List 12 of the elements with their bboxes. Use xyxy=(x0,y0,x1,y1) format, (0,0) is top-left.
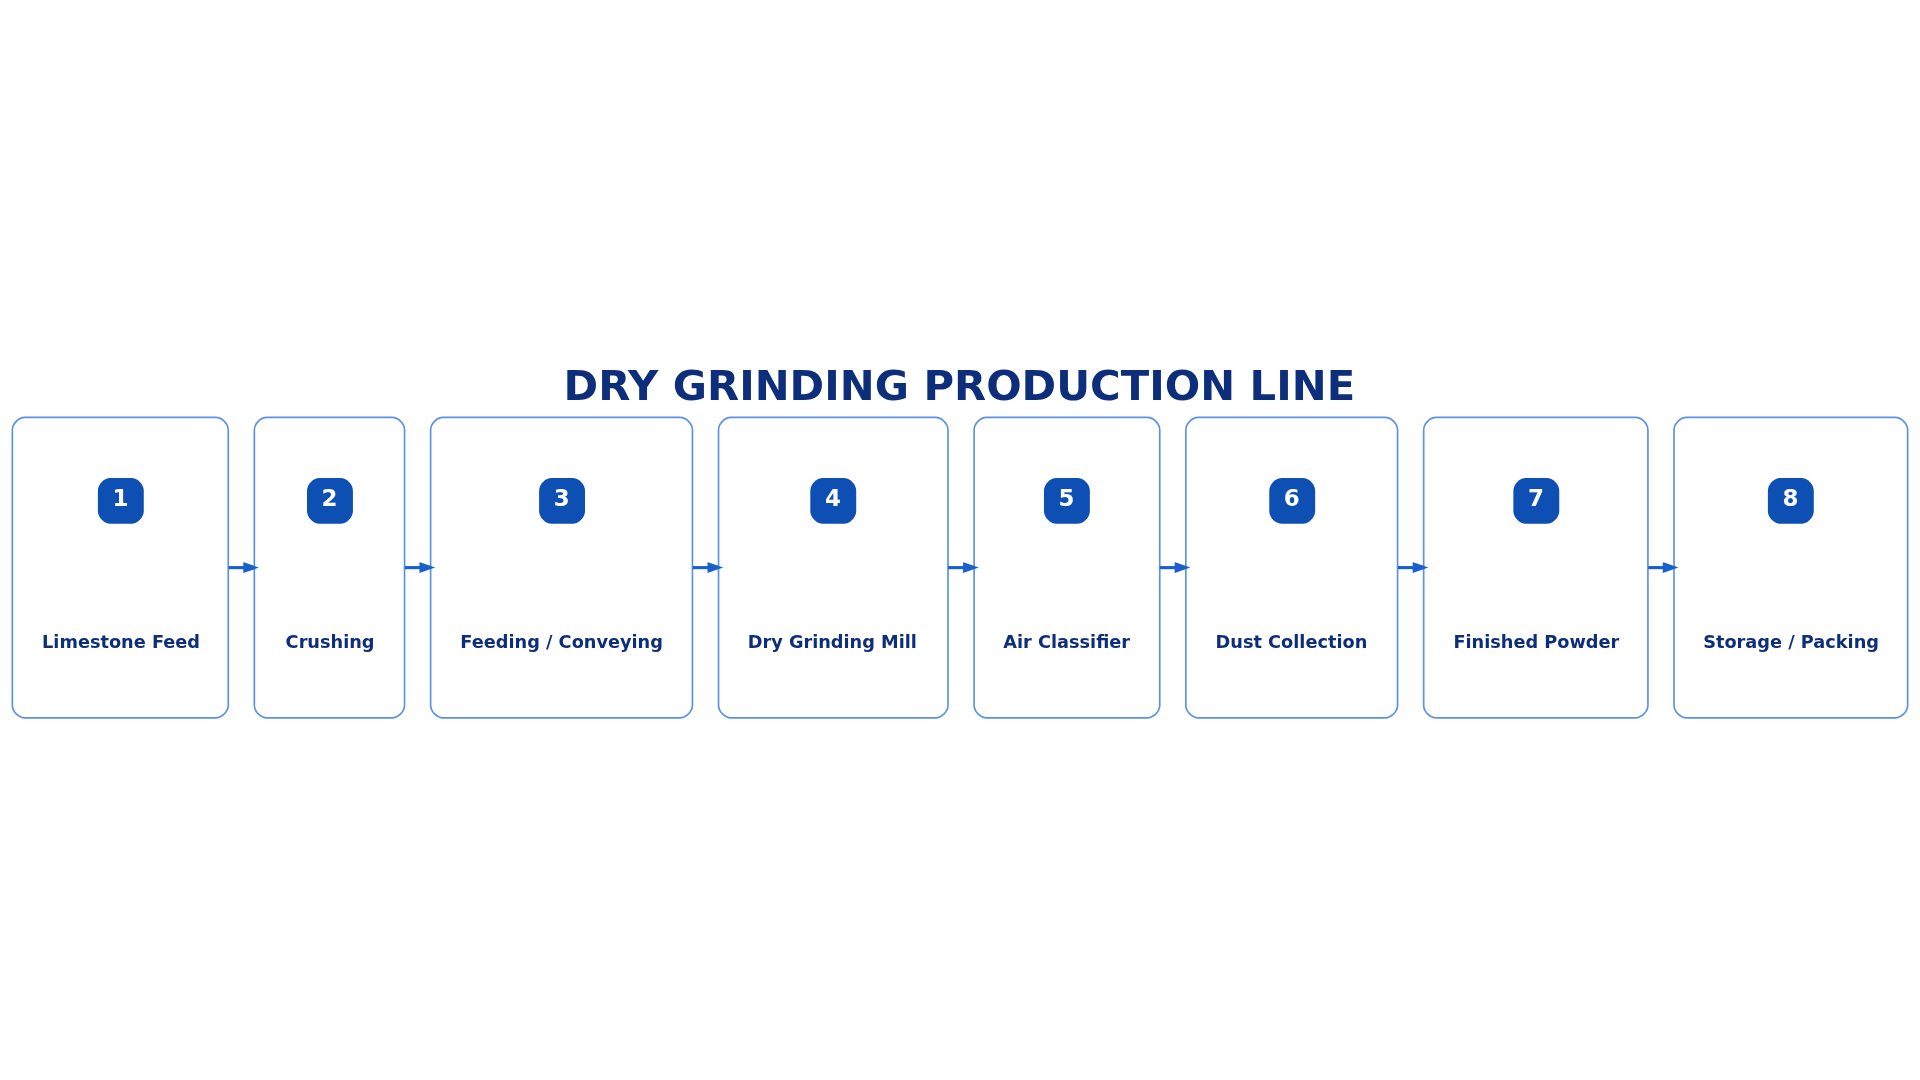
node-box: 7 Finished Powder xyxy=(1422,416,1649,719)
node-box: 5 Air Classifier xyxy=(973,416,1161,719)
arrow xyxy=(1159,561,1191,573)
node-box: 8 Storage / Packing xyxy=(1673,416,1909,719)
node-box: 3 Feeding / Conveying xyxy=(429,416,694,719)
diagram-title: DRY GRINDING PRODUCTION LINE xyxy=(563,360,1356,410)
node-box: 2 Crushing xyxy=(253,416,406,719)
arrow xyxy=(1648,561,1679,573)
node-box: 1 Limestone Feed xyxy=(11,416,230,719)
node-box: 4 Dry Grinding Mill xyxy=(717,416,949,719)
node-box: 6 Dust Collection xyxy=(1185,416,1399,719)
arrow xyxy=(1397,561,1429,573)
